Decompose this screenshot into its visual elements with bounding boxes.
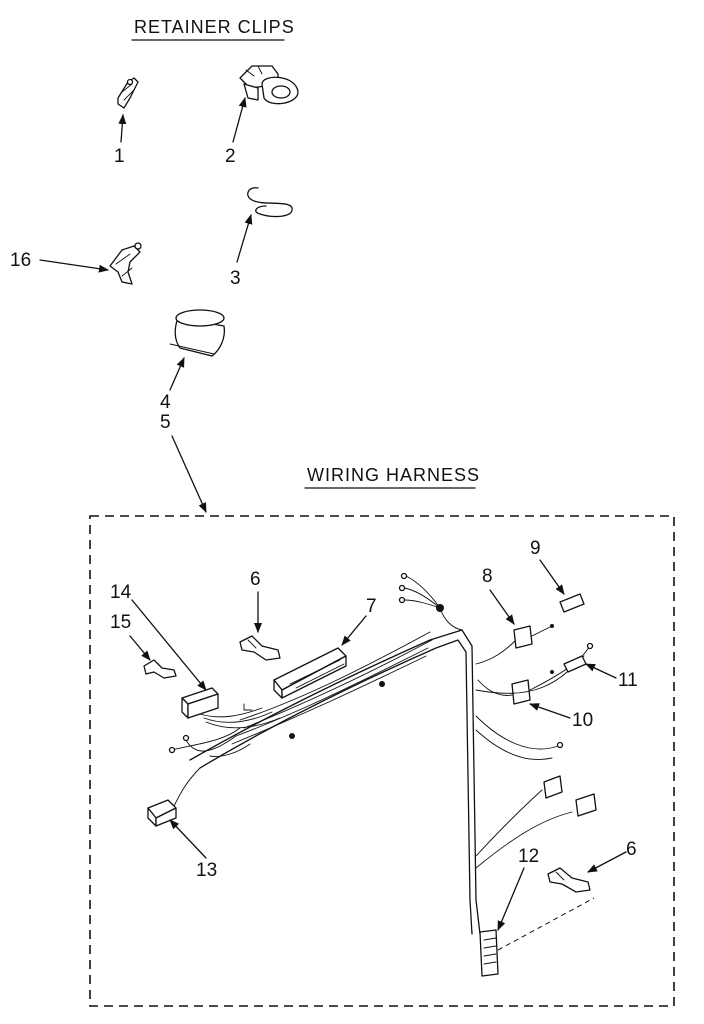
part-4-sleeve[interactable] (169, 309, 226, 357)
part-6-terminal-top[interactable] (239, 635, 281, 661)
callout-8: 8 (482, 566, 493, 587)
callout-10: 10 (572, 710, 593, 731)
retainer-clips-heading: RETAINER CLIPS (131, 17, 295, 41)
wiring-harness[interactable] (147, 572, 597, 977)
callout-2: 2 (225, 146, 236, 167)
callout-3: 3 (230, 268, 241, 289)
callout-16: 16 (10, 250, 31, 271)
callout-5: 5 (160, 412, 171, 433)
callout-4: 4 (160, 392, 171, 413)
part-2-clip[interactable] (239, 65, 299, 105)
retainer-clips-title: RETAINER CLIPS (134, 17, 295, 37)
callout-11: 11 (618, 670, 638, 691)
wiring-harness-heading: WIRING HARNESS (304, 465, 480, 489)
part-16-clip[interactable] (109, 242, 142, 285)
callout-6-bottom: 6 (626, 839, 637, 860)
callout-1: 1 (114, 146, 125, 167)
part-3-hook-clip[interactable] (247, 187, 293, 218)
callout-12: 12 (518, 846, 539, 867)
part-15-terminal[interactable] (143, 659, 177, 679)
part-6-terminal-bottom[interactable] (547, 867, 591, 893)
callout-6-top: 6 (250, 569, 261, 590)
part-1-clip[interactable] (117, 77, 139, 109)
callout-14: 14 (110, 582, 132, 603)
callout-9: 9 (530, 538, 541, 559)
wiring-harness-title: WIRING HARNESS (307, 465, 480, 485)
callout-7: 7 (366, 596, 377, 617)
callout-13: 13 (196, 860, 217, 881)
callout-15: 15 (110, 612, 131, 633)
wiring-harness-boundary (89, 515, 675, 1007)
